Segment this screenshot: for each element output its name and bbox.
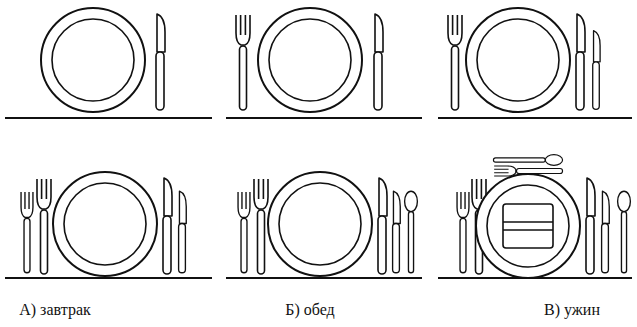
folded-napkin (503, 204, 553, 248)
table-edge (5, 118, 632, 278)
setting-4 (21, 172, 186, 276)
caption-label: В) ужин (544, 300, 600, 319)
setting-2 (236, 8, 383, 112)
caption-label: А) завтрак (19, 300, 91, 319)
setting-3 (448, 8, 600, 112)
setting-5 (238, 172, 417, 276)
setting-6 (457, 155, 630, 278)
setting-1 (41, 8, 165, 112)
caption-label: Б) обед (285, 300, 334, 319)
